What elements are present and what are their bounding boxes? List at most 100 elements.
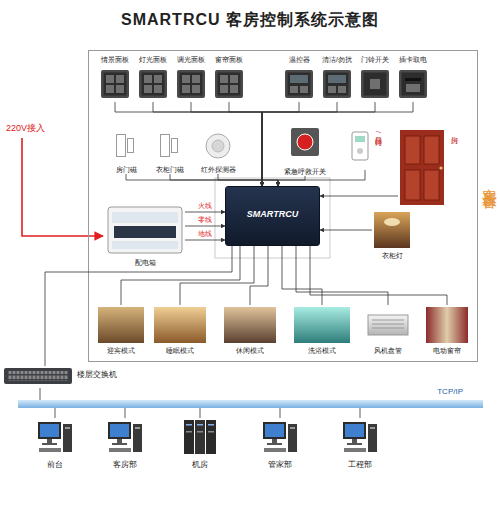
network-bus: TCP/IP [18,400,483,408]
wire-connector [229,102,262,186]
breaker-row [114,226,176,238]
switch-body [4,368,72,384]
wire-connector [320,196,398,197]
wire-connector [153,102,262,186]
department-terminal: 管家部 [255,418,305,470]
detector-lens [212,140,224,152]
emergency-switch: 紧急呼救开关 [280,126,330,176]
switch-label: 楼层交换机 [77,371,117,379]
wire-connector [115,102,262,186]
wire-connector [282,246,322,305]
wire-connector [185,212,225,213]
wire-label: 火线 [198,202,212,210]
distribution-box: 配电箱 [105,205,185,267]
fan-coil-icon [368,315,408,335]
scene-mode: 洗浴模式 [292,305,352,355]
doorbell-unit: 门显/门铃 [348,128,382,170]
power-input-label: 220V接入 [6,124,45,134]
bus-label: TCP/IP [437,388,463,397]
power-feed-arrow [22,138,103,236]
panel-icon [215,70,243,98]
scene-label: 迎宾模式 [96,347,146,355]
department-terminal: 前台 [30,418,80,470]
department-terminal: 客房部 [100,418,150,470]
panel-label: 温控器 [282,56,316,64]
infrared-detector: 红外探测器 [196,128,240,174]
wire-label: 地线 [198,230,212,238]
panel-label: 门铃开关 [358,56,392,64]
floor-switch: 楼层交换机 [3,366,123,388]
switch-panel: 情景面板 [98,56,132,102]
panel-icon [399,70,427,98]
panel-label: 窗帘面板 [212,56,246,64]
wardrobe-light: 衣柜灯 [372,210,412,260]
scene-mode: 电动窗帘 [424,305,470,355]
panel-label: 清洁/勿扰 [320,56,354,64]
box-cover [112,212,178,223]
photo [374,212,410,248]
light-glow [384,218,400,226]
switch-ports [8,371,68,381]
scene-label: 休闲模式 [222,347,278,355]
scene-photo [154,307,206,343]
device-label: 衣柜门磁 [150,166,190,174]
terminal-label: 客房部 [100,461,150,470]
wire-connector [126,174,278,186]
wire-connector [360,408,361,418]
scene-label: 风机盘管 [366,347,410,355]
door-panel [405,136,420,164]
panel-icon [177,70,205,98]
panel-label: 调光面板 [174,56,208,64]
switch-panel: 清洁/勿扰 [320,56,354,102]
wire-connector [45,246,232,366]
switch-panel: 灯光面板 [136,56,170,102]
wire-label: 零线 [198,216,212,224]
detector-body [206,134,230,158]
box-body [108,207,182,253]
device-label: 配电箱 [105,259,185,267]
scene-mode: 休闲模式 [222,305,278,355]
wire-connector [262,102,413,186]
terminal-label: 前台 [30,461,80,470]
scene-photo [224,307,276,343]
wire-connector [262,102,337,186]
department-terminal: 工程部 [335,418,385,470]
button-plate [291,128,319,156]
switch-panel: 调光面板 [174,56,208,102]
door-icon [400,130,444,205]
panel-icon [323,70,351,98]
wardrobe-light-photo [374,212,410,248]
switch-panel: 窗帘面板 [212,56,246,102]
wire-connector [185,226,225,227]
device-label: 房门磁 [108,166,144,174]
door-panel [405,170,420,200]
red-button [297,134,313,150]
distribution-box-icon [108,207,182,253]
wire-connector [262,102,375,186]
switch-panel: 门铃开关 [358,56,392,102]
door-sensor-icon [161,135,178,157]
wire-connector [310,246,447,305]
infrared-detector-icon [206,134,230,158]
wire-connector [55,408,56,418]
door-leaf [400,130,444,205]
curtain-photo [426,307,468,343]
computer-icon [343,422,377,452]
scene-label: 睡眠模式 [152,347,208,355]
switch-panel: 温控器 [282,56,316,102]
doorbell-button [357,148,363,154]
box-cover [112,241,178,249]
panel-label: 灯光面板 [136,56,170,64]
terminal-label: 机房 [175,461,225,470]
computer-icon [38,422,72,452]
door-sensor-icon [117,135,134,157]
computer-icon [108,422,142,452]
device-label: 衣柜灯 [372,252,412,260]
panel-label: 情景面板 [98,56,132,64]
wire-connector [278,176,305,186]
wire-connector [280,408,281,418]
fan-grille [372,320,404,328]
panel-icon [101,70,129,98]
